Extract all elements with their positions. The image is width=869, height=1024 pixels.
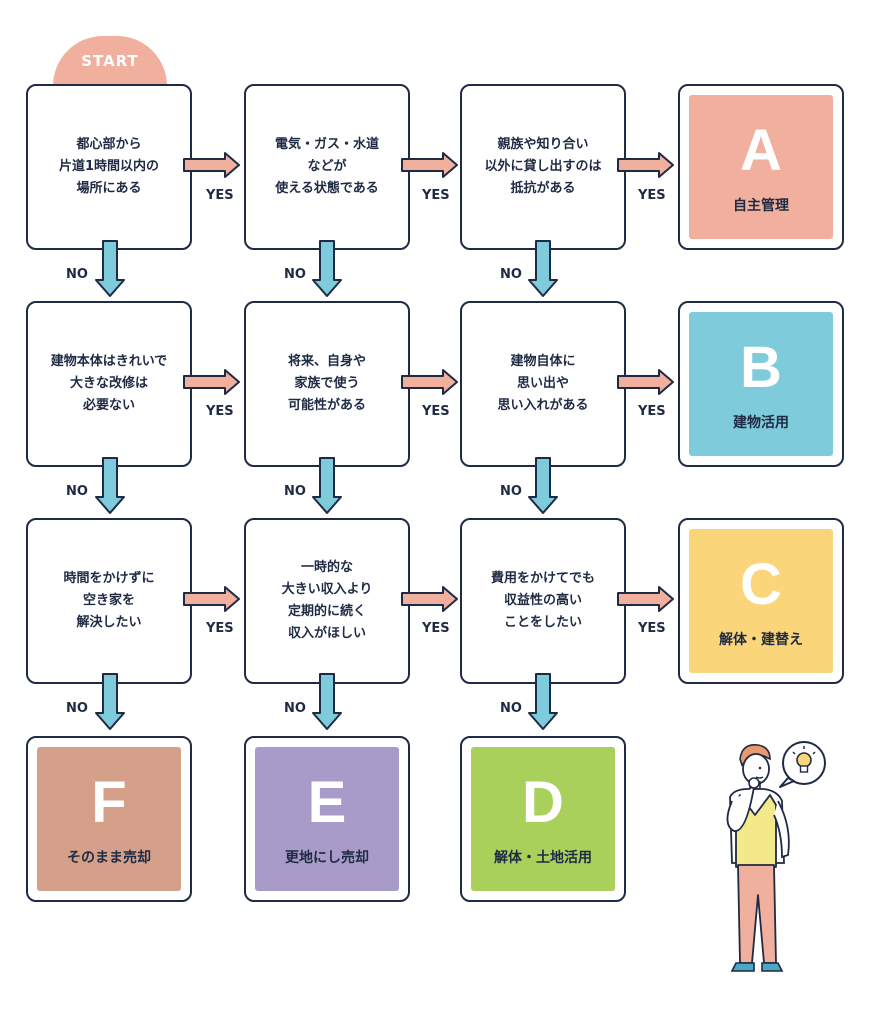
- result-f-label: そのまま売却: [67, 850, 151, 866]
- question-utilities: 電気・ガス・水道 などが 使える状態である: [244, 84, 410, 250]
- no-arrow-down-icon: [95, 673, 125, 730]
- question-future-use: 将来、自身や 家族で使う 可能性がある: [244, 301, 410, 467]
- result-b-card: B 建物活用: [678, 301, 844, 467]
- no-arrow-down-icon: [312, 457, 342, 514]
- result-d-card: D 解体・土地活用: [460, 736, 626, 902]
- no-label: NO: [66, 701, 88, 716]
- no-arrow-down-icon: [312, 240, 342, 297]
- result-f-panel: F そのまま売却: [37, 747, 181, 891]
- no-label: NO: [66, 484, 88, 499]
- result-c-card: C 解体・建替え: [678, 518, 844, 684]
- no-arrow-down-icon: [312, 673, 342, 730]
- result-e-panel: E 更地にし売却: [255, 747, 399, 891]
- start-label: START: [53, 36, 167, 86]
- yes-arrow-right-icon: [401, 369, 458, 395]
- yes-arrow-right-icon: [617, 586, 674, 612]
- result-e-label: 更地にし売却: [285, 850, 369, 866]
- thinking-person-illustration: [726, 741, 826, 972]
- result-b-label: 建物活用: [733, 415, 789, 431]
- result-f-card: F そのまま売却: [26, 736, 192, 902]
- no-label: NO: [500, 267, 522, 282]
- yes-label: YES: [206, 621, 234, 636]
- result-e-letter: E: [307, 770, 347, 835]
- result-c-label: 解体・建替え: [719, 632, 803, 648]
- result-a-label: 自主管理: [733, 198, 789, 214]
- no-label: NO: [284, 484, 306, 499]
- no-label: NO: [66, 267, 88, 282]
- yes-arrow-right-icon: [617, 152, 674, 178]
- question-downtown-distance: 都心部から 片道1時間以内の 場所にある: [26, 84, 192, 250]
- no-label: NO: [500, 484, 522, 499]
- yes-arrow-right-icon: [401, 586, 458, 612]
- result-b-letter: B: [740, 335, 782, 400]
- question-high-profit: 費用をかけてでも 収益性の高い ことをしたい: [460, 518, 626, 684]
- question-building-condition: 建物本体はきれいで 大きな改修は 必要ない: [26, 301, 192, 467]
- yes-label: YES: [638, 188, 666, 203]
- no-arrow-down-icon: [528, 673, 558, 730]
- question-steady-income: 一時的な 大きい収入より 定期的に続く 収入がほしい: [244, 518, 410, 684]
- lightbulb-icon: [779, 741, 826, 788]
- no-arrow-down-icon: [95, 457, 125, 514]
- result-c-letter: C: [740, 552, 782, 617]
- yes-label: YES: [422, 188, 450, 203]
- question-rent-reluctance: 親族や知り合い 以外に貸し出すのは 抵抗がある: [460, 84, 626, 250]
- yes-arrow-right-icon: [183, 369, 240, 395]
- result-a-letter: A: [740, 118, 782, 183]
- yes-arrow-right-icon: [183, 152, 240, 178]
- result-d-label: 解体・土地活用: [494, 850, 592, 866]
- no-label: NO: [284, 701, 306, 716]
- question-quick-solution: 時間をかけずに 空き家を 解決したい: [26, 518, 192, 684]
- yes-label: YES: [422, 404, 450, 419]
- yes-label: YES: [638, 621, 666, 636]
- yes-arrow-right-icon: [183, 586, 240, 612]
- result-a-card: A 自主管理: [678, 84, 844, 250]
- question-attachment: 建物自体に 思い出や 思い入れがある: [460, 301, 626, 467]
- no-arrow-down-icon: [528, 457, 558, 514]
- result-a-panel: A 自主管理: [689, 95, 833, 239]
- yes-label: YES: [206, 188, 234, 203]
- yes-label: YES: [422, 621, 450, 636]
- result-d-panel: D 解体・土地活用: [471, 747, 615, 891]
- result-f-letter: F: [91, 770, 127, 835]
- no-label: NO: [500, 701, 522, 716]
- yes-label: YES: [638, 404, 666, 419]
- result-c-panel: C 解体・建替え: [689, 529, 833, 673]
- no-label: NO: [284, 267, 306, 282]
- yes-arrow-right-icon: [617, 369, 674, 395]
- result-b-panel: B 建物活用: [689, 312, 833, 456]
- result-d-letter: D: [522, 770, 564, 835]
- yes-arrow-right-icon: [401, 152, 458, 178]
- result-e-card: E 更地にし売却: [244, 736, 410, 902]
- no-arrow-down-icon: [528, 240, 558, 297]
- yes-label: YES: [206, 404, 234, 419]
- no-arrow-down-icon: [95, 240, 125, 297]
